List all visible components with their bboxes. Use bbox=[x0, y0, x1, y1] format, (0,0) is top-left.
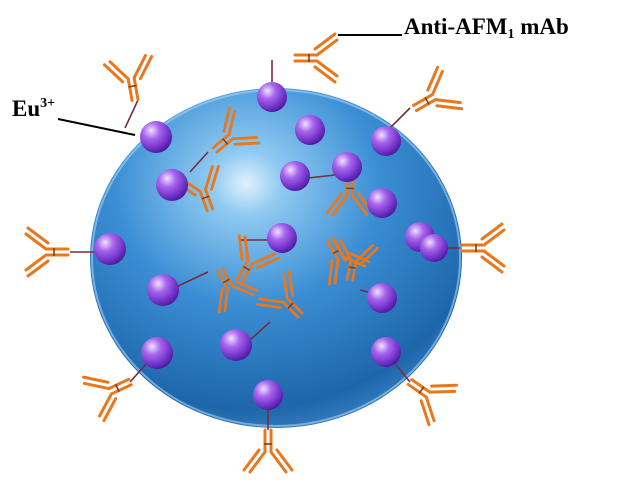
europium-bead bbox=[253, 380, 283, 410]
europium-bead bbox=[141, 337, 173, 369]
europium-bead bbox=[295, 115, 325, 145]
antibody-icon bbox=[333, 238, 379, 282]
antibody-group bbox=[24, 32, 506, 474]
antibody-icon bbox=[460, 222, 506, 274]
mab-text: mAb bbox=[514, 14, 569, 39]
linker-line bbox=[189, 151, 209, 173]
europium-label: Eu3+ bbox=[12, 96, 55, 122]
antibody-icon bbox=[102, 54, 154, 103]
europium-bead bbox=[257, 82, 287, 112]
linker-line bbox=[177, 271, 209, 287]
europium-bead-group bbox=[94, 82, 448, 410]
europium-bead bbox=[94, 233, 126, 265]
linker-line bbox=[395, 364, 411, 383]
antibody-icon bbox=[216, 267, 259, 314]
antibody-icon bbox=[24, 226, 70, 278]
afm-subscript: 1 bbox=[507, 27, 515, 42]
nanoparticle-sphere bbox=[90, 88, 462, 428]
linker-line bbox=[129, 361, 149, 383]
europium-bead bbox=[156, 169, 188, 201]
europium-bead bbox=[371, 337, 401, 367]
europium-bead bbox=[280, 161, 310, 191]
linker-line bbox=[249, 321, 271, 341]
eu-leader-line bbox=[57, 118, 136, 136]
antibody-icon bbox=[242, 428, 294, 474]
europium-bead bbox=[332, 152, 362, 182]
linker-line bbox=[307, 174, 336, 179]
linker-line bbox=[124, 99, 139, 129]
europium-bead bbox=[147, 274, 179, 306]
antibody-icon bbox=[412, 65, 464, 113]
eu-charge-superscript: 3+ bbox=[40, 96, 56, 111]
europium-bead bbox=[267, 223, 297, 253]
europium-bead bbox=[420, 234, 448, 262]
europium-bead bbox=[220, 329, 252, 361]
europium-bead bbox=[140, 121, 172, 153]
eu-text: Eu bbox=[12, 96, 41, 121]
europium-bead bbox=[371, 126, 401, 156]
antibody-icon bbox=[293, 32, 339, 84]
anti-afm-text: Anti-AFM bbox=[404, 14, 508, 39]
antibody-icon bbox=[255, 270, 304, 319]
linker-line bbox=[389, 107, 411, 129]
europium-bead bbox=[367, 188, 397, 218]
antibody-icon bbox=[406, 378, 459, 427]
europium-bead bbox=[367, 283, 397, 313]
antibody-icon bbox=[211, 106, 261, 154]
anti-afm1-mab-label: Anti-AFM1 mAb bbox=[404, 14, 569, 43]
antibody-icon bbox=[236, 234, 281, 283]
antibody-icon bbox=[82, 375, 133, 423]
